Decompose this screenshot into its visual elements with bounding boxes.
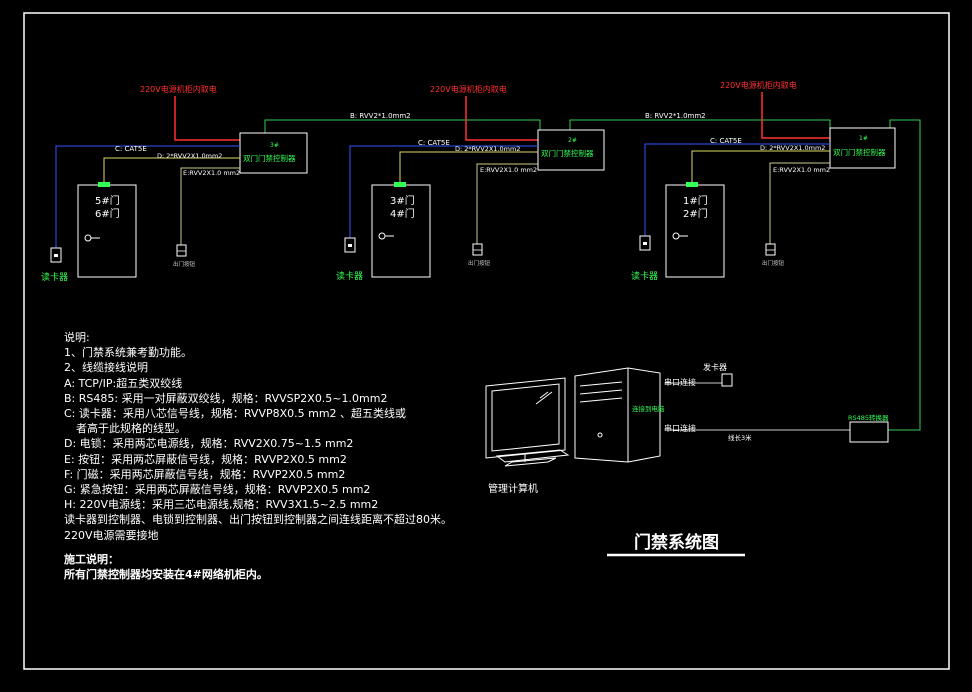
note-line: 220V电源需要接地 — [64, 528, 159, 542]
rs485-converter — [849, 421, 889, 443]
door-sensor — [686, 182, 698, 187]
button-line — [769, 162, 830, 244]
rs485-converter-label: RS485转换器 — [848, 413, 889, 422]
note-line: A: TCP/IP:超五类双绞线 — [64, 376, 183, 390]
notes-heading: 说明: — [64, 331, 90, 344]
card-reader-icon — [639, 235, 651, 251]
computer-label: 管理计算机 — [488, 482, 538, 495]
door-bottom-label: 4#门 — [390, 207, 415, 220]
button-label: E:RVV2X1.0 mm2 — [480, 166, 537, 174]
reader-label: 读卡器 — [41, 271, 68, 283]
lock-line — [103, 157, 240, 184]
to-computer-label: 连接到电脑 — [632, 404, 665, 413]
controller-number: 1# — [859, 135, 868, 142]
note-line: 2、线缆接线说明 — [64, 361, 148, 375]
reader-label: 读卡器 — [631, 270, 658, 282]
cat5e-label: C: CAT5E — [115, 145, 147, 153]
note-line: G: 紧急按钮：采用两芯屏蔽信号线，规格：RVVP2X0.5 mm2 — [64, 483, 371, 497]
lock-label: D: 2*RVV2X1.0mm2 — [760, 144, 825, 152]
exit-button-label: 出门按钮 — [762, 259, 785, 267]
note-line: D: 电锁：采用两芯电源线，规格：RVV2X0.75~1.5 mm2 — [64, 437, 354, 451]
lock-label: D: 2*RVV2X1.0mm2 — [157, 152, 222, 160]
lock-line — [399, 151, 538, 182]
note-line: F: 门磁：采用两芯屏蔽信号线，规格：RVVP2X0.5 mm2 — [64, 467, 346, 481]
power-line — [465, 96, 538, 141]
cat5e-label: C: CAT5E — [710, 137, 742, 145]
door-handle-icon — [378, 232, 394, 240]
computer-icon — [485, 367, 661, 467]
door-top-label: 1#门 — [683, 194, 708, 207]
card-reader-icon — [344, 237, 356, 253]
card-reader-icon — [50, 247, 62, 263]
door-controller — [239, 132, 308, 174]
card-issuer-label: 发卡器 — [703, 362, 727, 372]
controller-label: 双门门禁控制器 — [833, 147, 886, 157]
controller-label: 双门门禁控制器 — [243, 153, 296, 163]
drawing-frame — [23, 12, 950, 670]
button-line — [180, 167, 240, 245]
door-bottom-label: 2#门 — [683, 207, 708, 220]
construction-heading: 施工说明： — [64, 552, 119, 566]
door-sensor — [394, 182, 406, 187]
exit-button-icon — [472, 243, 483, 256]
exit-button-icon — [765, 243, 776, 256]
controller-group-3: 220V电源机柜内取电 3# 双门门禁控制器 C: CAT5E D: 2*RVV… — [41, 84, 308, 283]
construction-text: 所有门禁控制器均安装在4#网络机柜内。 — [64, 568, 268, 582]
exit-button-label: 出门按钮 — [173, 260, 196, 268]
cat5e-line — [644, 143, 830, 236]
door-sensor — [98, 182, 110, 187]
cat5e-line — [349, 145, 538, 238]
note-line: E: 按钮：采用两芯屏蔽信号线，规格：RVVP2X0.5 mm2 — [64, 452, 347, 466]
reader-label: 读卡器 — [336, 270, 363, 282]
door-bottom-label: 6#门 — [95, 207, 120, 220]
power-label: 220V电源机柜内取电 — [430, 84, 507, 94]
button-line — [476, 163, 538, 244]
note-line: B: RS485: 采用一对屏蔽双绞线，规格：RVVSP2X0.5~1.0mm2 — [64, 391, 388, 405]
button-label: E:RVV2X1.0 mm2 — [773, 166, 830, 174]
rs485-label-1: B: RVV2*1.0mm2 — [350, 112, 411, 120]
power-label: 220V电源机柜内取电 — [140, 84, 217, 94]
diagram-title: 门禁系统图 — [634, 532, 719, 553]
serial-label-bottom: 串口连接 — [664, 423, 696, 433]
power-label: 220V电源机柜内取电 — [720, 80, 797, 90]
note-line: H: 220V电源线：采用三芯电源线,规格：RVV3X1.5~2.5 mm2 — [64, 498, 379, 512]
controller-group-2: 220V电源机柜内取电 2# 双门门禁控制器 C: CAT5E D: 2*RVV… — [336, 84, 605, 282]
door-top-label: 5#门 — [95, 194, 120, 207]
note-line: C: 读卡器：采用八芯信号线，规格：RVVP8X0.5 mm2 、超五类线或 — [64, 407, 407, 421]
power-line — [174, 96, 240, 141]
door-top-label: 3#门 — [390, 194, 415, 207]
rs485-label-2: B: RVV2*1.0mm2 — [645, 112, 706, 120]
button-label: E:RVV2X1.0 mm2 — [183, 169, 240, 177]
card-issuer-icon — [721, 373, 733, 387]
cat5e-line — [55, 145, 240, 248]
exit-button-icon — [176, 244, 187, 257]
door-handle-icon — [672, 232, 688, 240]
door-handle-icon — [84, 234, 100, 242]
lock-line — [691, 150, 830, 182]
door-controller — [829, 127, 896, 169]
controller-label: 双门门禁控制器 — [541, 148, 594, 158]
serial-label-top: 串口连接 — [664, 377, 696, 387]
notes-block: 说明: 1、门禁系统兼考勤功能。 2、线缆接线说明 A: TCP/IP:超五类双… — [64, 330, 452, 582]
controller-group-1: 220V电源机柜内取电 1# 双门门禁控制器 C: CAT5E D: 2*RVV… — [631, 80, 896, 282]
cat5e-label: C: CAT5E — [418, 139, 450, 147]
power-line — [761, 92, 830, 139]
controller-number: 3# — [270, 142, 279, 149]
exit-button-label: 出门按钮 — [468, 259, 491, 267]
cable-length-label: 线长3米 — [728, 433, 752, 442]
lock-label: D: 2*RVV2X1.0mm2 — [455, 145, 520, 153]
note-line: 1、门禁系统兼考勤功能。 — [64, 346, 192, 360]
door-controller — [537, 129, 605, 171]
note-line: 读卡器到控制器、电锁到控制器、出门按钮到控制器之间连线距离不超过80米。 — [64, 513, 452, 527]
note-line: 者高于此规格的线型。 — [76, 422, 186, 436]
controller-number: 2# — [568, 137, 577, 144]
